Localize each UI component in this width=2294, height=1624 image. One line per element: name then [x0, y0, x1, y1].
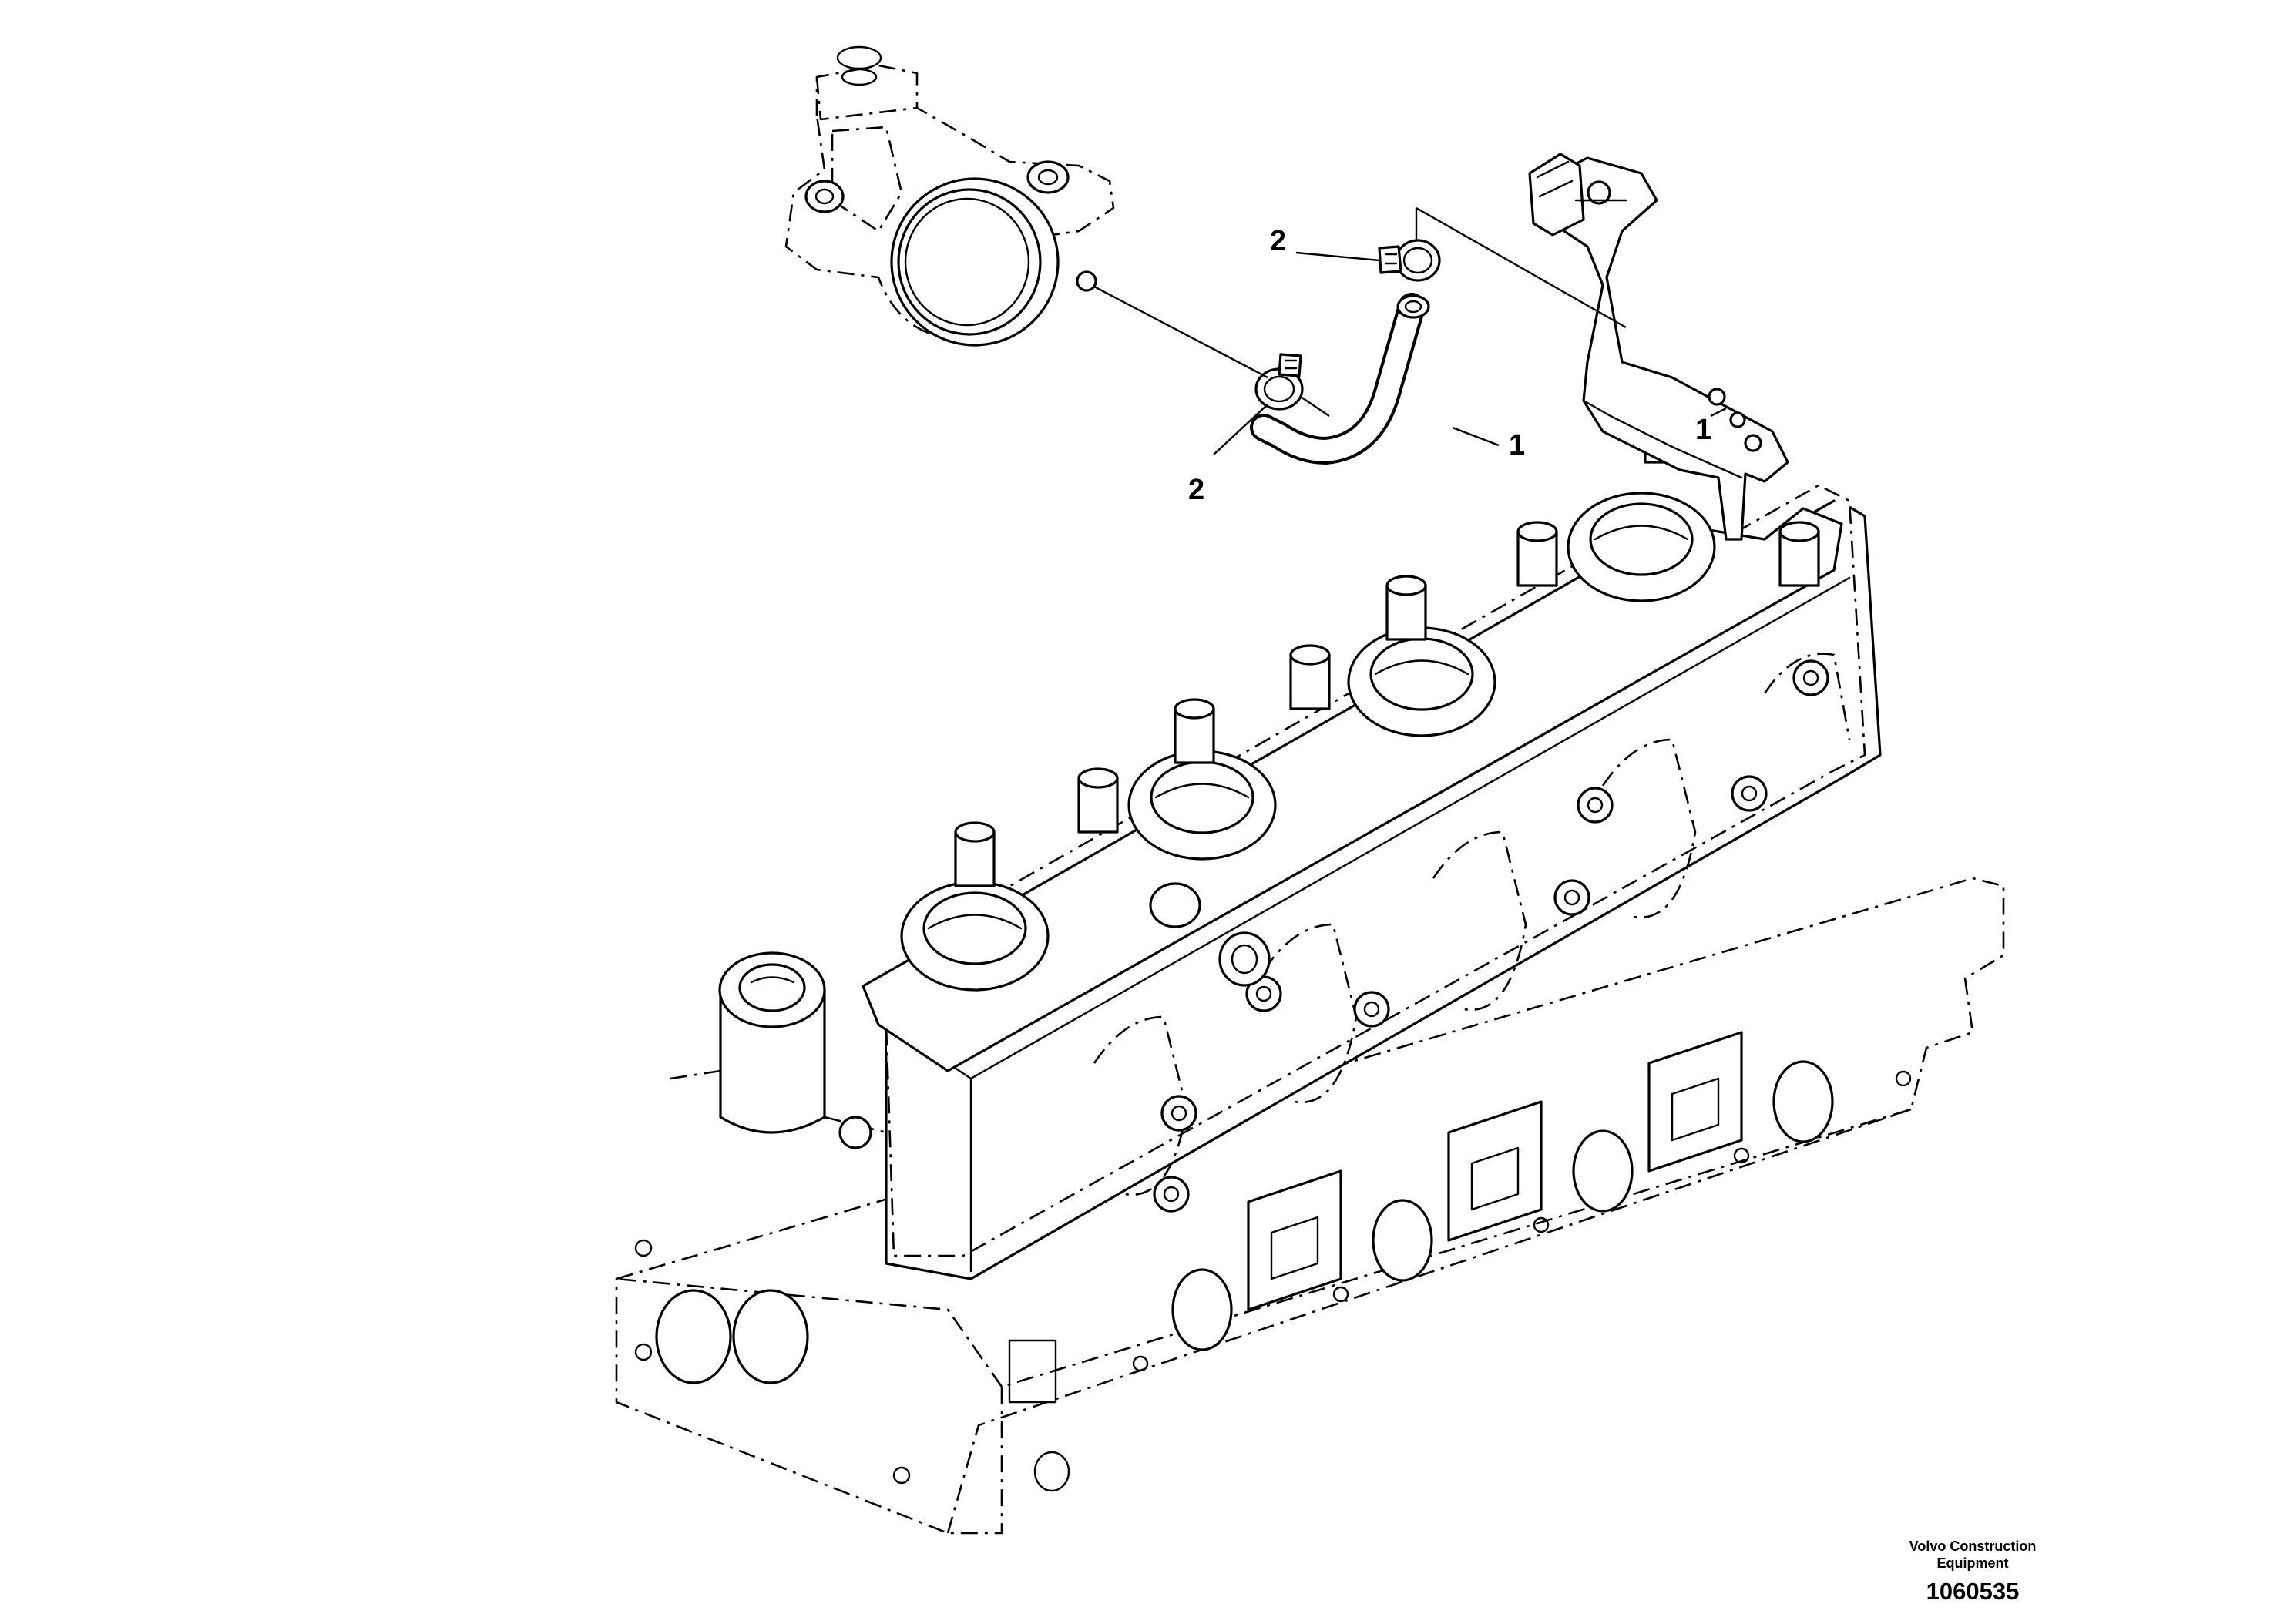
- coolant-hose: [1250, 293, 1430, 465]
- assembly-lines: [1093, 206, 1727, 455]
- callout-hose: 1: [1509, 429, 1525, 461]
- injector-bore-1: [900, 881, 1050, 992]
- callout-clamp-upper: 2: [1270, 225, 1286, 257]
- hose-clamp-upper: [1378, 239, 1441, 282]
- callout-clamp-lower: 2: [1188, 474, 1204, 506]
- injector-bore-3: [1347, 626, 1496, 737]
- injector-bore-4: [1567, 492, 1716, 602]
- filler-neck: [670, 951, 887, 1149]
- thermostat-housing: [784, 45, 1115, 347]
- drawing-number: 1060535: [1926, 1578, 2020, 1605]
- brand-company-line2: Equipment: [1936, 1555, 2009, 1571]
- brand-block: Volvo Construction Equipment 1060535: [1880, 1538, 2065, 1609]
- cam-carrier: [862, 398, 1843, 1072]
- injector-bore-2: [1127, 750, 1277, 861]
- brand-company-line1: Volvo Construction: [1909, 1538, 2037, 1554]
- cylinder-head: [615, 877, 2005, 1535]
- sensor-bracket: [1528, 153, 1789, 541]
- callout-bracket: 1: [1695, 414, 1711, 446]
- hose-clamp-lower: [1254, 353, 1304, 411]
